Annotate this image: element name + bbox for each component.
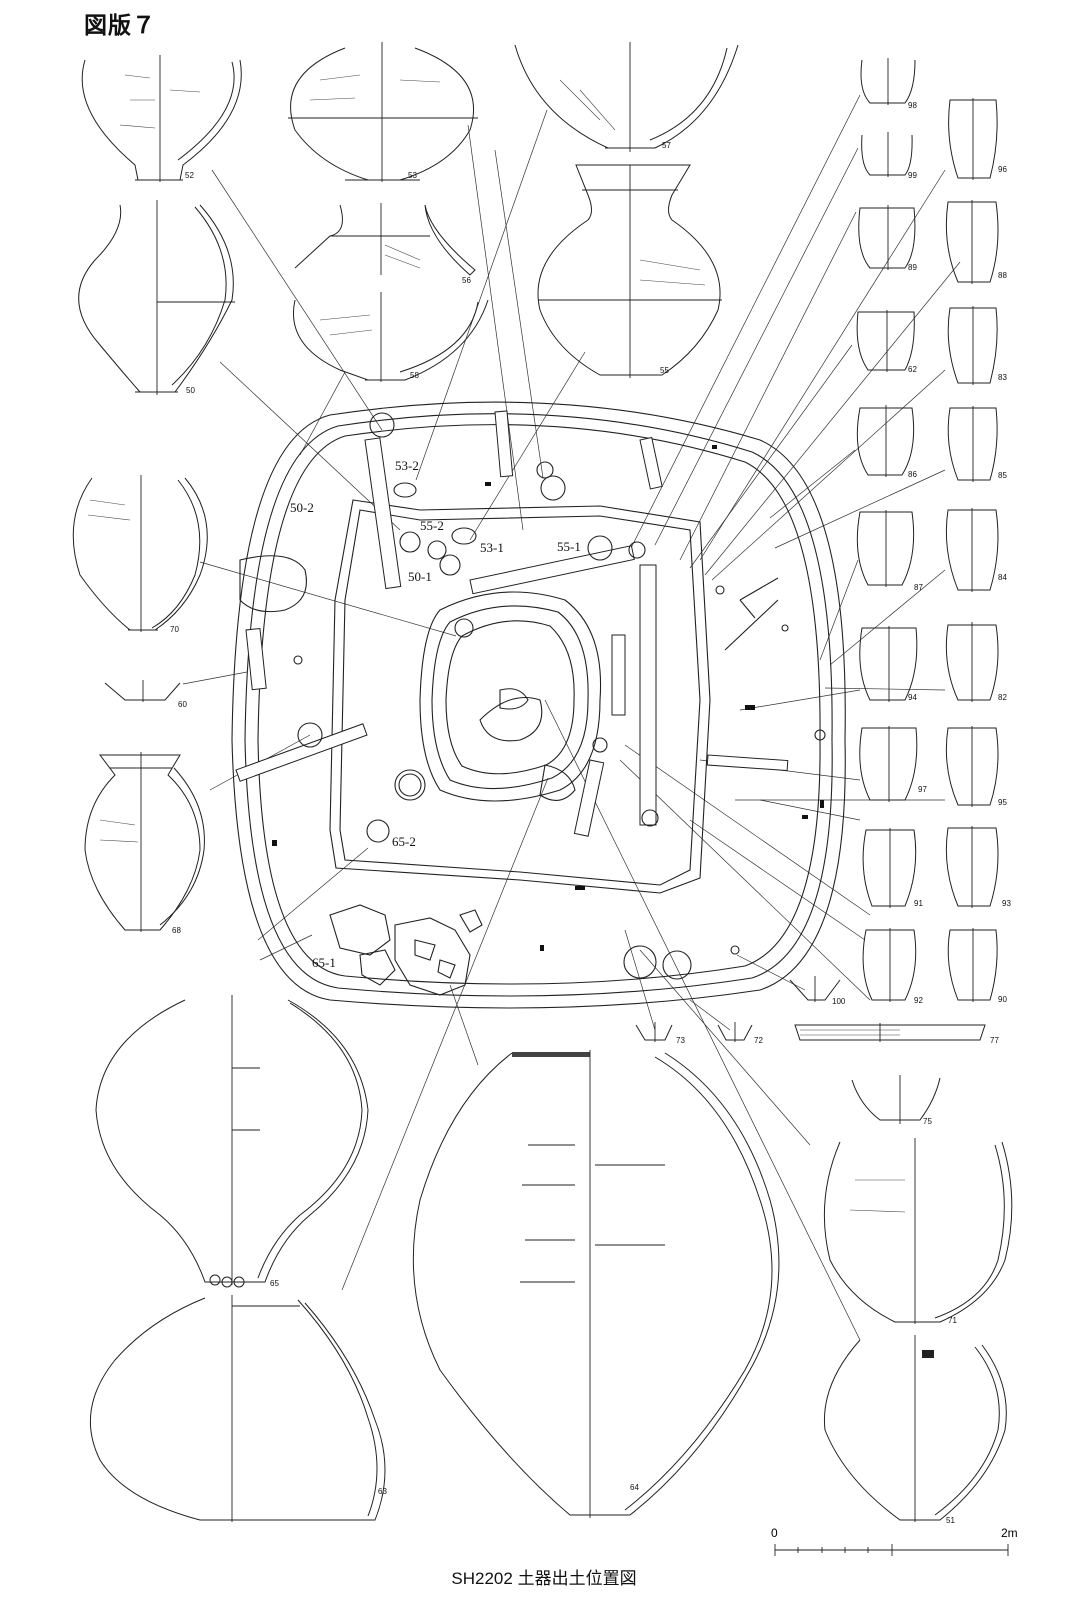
vessel-number: 97 bbox=[918, 785, 927, 794]
vessel-drawing bbox=[84, 752, 205, 932]
figure-caption: SH2202 土器出土位置図 bbox=[451, 1569, 637, 1588]
vessel-drawing bbox=[72, 475, 208, 632]
plan-label: 65-1 bbox=[312, 955, 336, 970]
vessel-number: 87 bbox=[914, 583, 923, 592]
vessel-drawing bbox=[95, 995, 369, 1288]
vessel-number: 55 bbox=[660, 366, 669, 375]
vessel-number: 89 bbox=[908, 263, 917, 272]
scale-start-label: 0 bbox=[771, 1526, 778, 1540]
scale-bar bbox=[774, 1544, 1009, 1556]
stone-cluster bbox=[329, 904, 483, 996]
vessel-drawing bbox=[412, 1050, 780, 1518]
leader-lines bbox=[182, 94, 961, 1341]
vessel-number: 96 bbox=[998, 165, 1007, 174]
vessel-number: 91 bbox=[914, 899, 923, 908]
vessel-number: 70 bbox=[170, 625, 179, 634]
vessel-drawing bbox=[294, 203, 476, 276]
vessel-number: 72 bbox=[754, 1036, 763, 1045]
vessel-drawing bbox=[794, 1023, 986, 1042]
plan-label: 55-2 bbox=[420, 518, 444, 533]
vessel-number: 95 bbox=[998, 798, 1007, 807]
vessel-drawing bbox=[823, 1138, 1013, 1324]
vessel-number: 60 bbox=[178, 700, 187, 709]
pit-plan bbox=[231, 401, 846, 1009]
vessel-drawing bbox=[789, 976, 841, 1002]
vessel-number: 57 bbox=[662, 141, 671, 150]
vessel-number: 90 bbox=[998, 995, 1007, 1004]
vessel-number: 77 bbox=[990, 1036, 999, 1045]
plan-label: 50-2 bbox=[290, 500, 314, 515]
plan-label: 65-2 bbox=[392, 834, 416, 849]
vessel-drawing bbox=[293, 292, 489, 382]
vessel-number: 98 bbox=[908, 101, 917, 110]
vessel-drawing bbox=[78, 200, 235, 395]
vessel-number: 86 bbox=[908, 470, 917, 479]
vessel-number: 53 bbox=[408, 171, 417, 180]
plan-label: 50-1 bbox=[408, 569, 432, 584]
plan-label: 55-1 bbox=[557, 539, 581, 554]
vessel-number: 99 bbox=[908, 171, 917, 180]
vessel-number: 50 bbox=[186, 386, 195, 395]
vessel-number: 83 bbox=[998, 373, 1007, 382]
vessel-number: 75 bbox=[923, 1117, 932, 1126]
vessel-number: 56 bbox=[462, 276, 471, 285]
vessel-number: 94 bbox=[908, 693, 917, 702]
vessel-drawing bbox=[288, 42, 478, 182]
vessel-number: 100 bbox=[832, 997, 846, 1006]
plan-label: 53-2 bbox=[395, 458, 419, 473]
plan-label: 53-1 bbox=[480, 540, 504, 555]
vessel-number: 62 bbox=[908, 365, 917, 374]
vessel-number: 63 bbox=[378, 1487, 387, 1496]
vessel-number: 52 bbox=[185, 171, 194, 180]
vessel-number: 85 bbox=[998, 471, 1007, 480]
vessel-number: 92 bbox=[914, 996, 923, 1005]
vessel-number: 82 bbox=[998, 693, 1007, 702]
vessel-drawing bbox=[537, 164, 722, 378]
vessel-number: 68 bbox=[172, 926, 181, 935]
vessel-drawing bbox=[89, 1295, 386, 1522]
vessel-drawing bbox=[851, 1075, 941, 1124]
vessel-drawing bbox=[514, 42, 739, 152]
vessel-drawing bbox=[823, 1335, 1007, 1522]
vessel-number: 71 bbox=[948, 1316, 957, 1325]
vessel-drawing bbox=[635, 1022, 753, 1042]
vessel-drawing bbox=[81, 55, 242, 182]
plate-title: 図版７ bbox=[84, 12, 156, 38]
cup-drawing bbox=[856, 58, 918, 1002]
vessel-number: 58 bbox=[410, 371, 419, 380]
vessel-number: 88 bbox=[998, 271, 1007, 280]
vessel-number: 65 bbox=[270, 1279, 279, 1288]
scale-end-label: 2m bbox=[1001, 1526, 1018, 1540]
vessel-number: 93 bbox=[1002, 899, 1011, 908]
vessel-number: 73 bbox=[676, 1036, 685, 1045]
vessel-number: 64 bbox=[630, 1483, 639, 1492]
vessel-drawing bbox=[104, 680, 181, 702]
vessel-number: 84 bbox=[998, 573, 1007, 582]
vessel-number: 51 bbox=[946, 1516, 955, 1525]
cup-drawing bbox=[945, 98, 999, 1002]
